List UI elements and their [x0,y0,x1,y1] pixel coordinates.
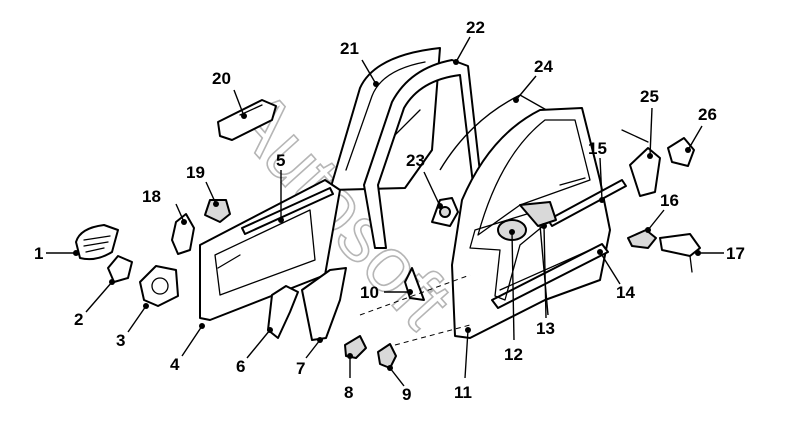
part-9-door-check [377,343,397,369]
callout-20: 20 [212,69,231,88]
callout-1: 1 [34,244,43,263]
callout-23: 23 [406,151,425,170]
part-15-outer-belt-strip [547,179,627,227]
callout-26: 26 [698,105,717,124]
part-19-lock-knob [204,199,231,223]
part-2-mirror-knob [107,255,133,283]
callout-15: 15 [588,139,607,158]
part-3-mirror-base [139,265,179,307]
part-14-side-moulding [491,243,609,309]
callout-10: 10 [360,283,379,302]
callout-18: 18 [142,187,161,206]
callout-8: 8 [344,383,353,402]
part-8-hinge-pin [344,335,367,359]
callout-11: 11 [454,383,472,402]
part-23-inner-latch [431,197,459,227]
part-1-mirror-glass [75,224,119,261]
callout-3: 3 [116,331,125,350]
leader-lines [46,36,724,387]
callout-9: 9 [402,385,411,404]
callout-17: 17 [726,244,745,263]
part-5-inner-belt-strip [241,187,334,235]
callout-12: 12 [504,345,523,364]
part-13-regulator-motor [519,201,557,316]
part-16-outer-handle [627,229,657,249]
assembly-line [394,324,471,346]
callout-25: 25 [640,87,659,106]
part-26-striker [667,137,695,167]
callout-6: 6 [236,357,245,376]
callout-21: 21 [340,39,359,58]
part-17-lock-cylinder [659,233,701,273]
part-18-mirror-control [171,213,195,255]
part-7-speaker-cover [301,267,347,341]
callout-4: 4 [170,355,180,374]
callout-5: 5 [276,151,285,170]
callout-14: 14 [616,283,635,302]
callout-22: 22 [466,18,485,37]
assembly-line [359,274,471,316]
callout-numbers: 1 2 3 4 5 6 7 8 9 10 11 12 13 14 15 16 1… [34,18,745,404]
callout-2: 2 [74,310,83,329]
callout-13: 13 [536,319,555,338]
callout-19: 19 [186,163,205,182]
part-24-weatherstrip [439,94,551,171]
callout-16: 16 [660,191,679,210]
callout-7: 7 [296,359,305,378]
part-25-door-lock-rod [621,129,661,197]
callout-24: 24 [534,57,553,76]
